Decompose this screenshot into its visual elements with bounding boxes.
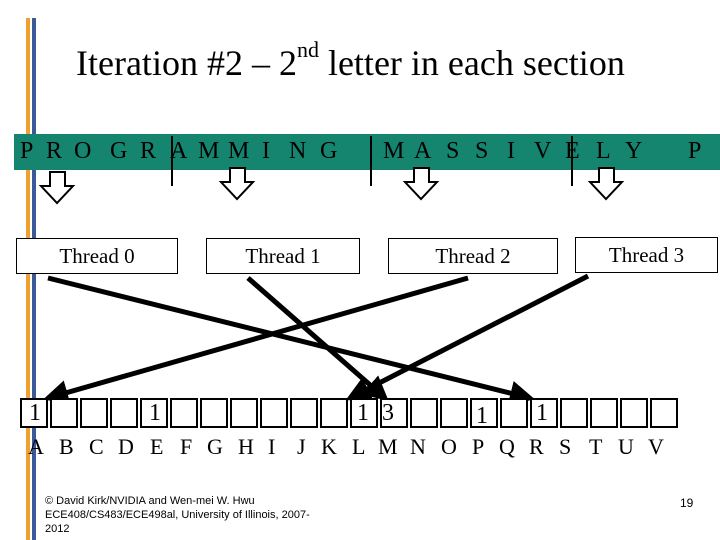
alphabet-letter: L [352,434,366,459]
thread-0-arrow [47,275,535,406]
input-letter: E [565,138,580,164]
input-letter: Y [625,138,643,164]
accent-bar-blue [32,18,36,540]
section-separator [171,136,173,186]
bin-cell [590,398,618,428]
alphabet-letter: N [410,434,426,459]
thread-1-box: Thread 1 [206,238,360,274]
thread-0-box: Thread 0 [16,238,178,274]
bin-count-p: 1 [476,403,488,429]
bin-cell [470,398,498,428]
alphabet-letter: K [321,434,337,459]
footer-line: ECE408/CS483/ECE498al, University of Ill… [45,509,310,521]
alphabet-letter: R [529,434,544,459]
bin-cell [410,398,438,428]
input-letter: G [110,138,128,164]
alphabet-letter: A [28,434,44,459]
alphabet-letter: E [150,434,164,459]
bin-cell [380,398,408,428]
bin-cell [620,398,648,428]
thread-3-arrow [345,273,590,401]
input-letter: A [170,138,188,164]
bin-cell [140,398,168,428]
page-number: 19 [680,496,694,510]
bin-count-m: 3 [382,400,394,426]
alphabet-letter: G [207,434,223,459]
bin-cell [260,398,288,428]
bin-cell [290,398,318,428]
input-letter: M [228,138,250,164]
alphabet-letter: S [559,434,572,459]
bin-cell [20,398,48,428]
input-letter: S [475,138,489,164]
thread-2-box: Thread 2 [388,238,558,274]
down-arrow [587,167,625,201]
footer-line: © David Kirk/NVIDIA and Wen-mei W. Hwu [45,495,255,507]
bin-cell [230,398,258,428]
bin-cell [110,398,138,428]
alphabet-letter: Q [499,434,515,459]
bin-cell [440,398,468,428]
down-arrow [218,167,256,201]
input-letter: A [414,138,432,164]
thread-3-box: Thread 3 [575,237,718,273]
input-letter: R [140,138,157,164]
input-letter: R [46,138,63,164]
alphabet-letter: M [378,434,398,459]
input-letter: P [20,138,34,164]
alphabet-letter: O [441,434,457,459]
bin-cell [560,398,588,428]
bin-cell [200,398,228,428]
input-letter: I [507,138,515,164]
alphabet-letter: U [618,434,634,459]
bin-cell [650,398,678,428]
bin-cell [320,398,348,428]
section-separator [370,136,372,186]
alphabet-letter: P [472,434,485,459]
footer-line: 2012 [45,523,70,535]
bin-cell [80,398,108,428]
alphabet-letter: I [268,434,276,459]
input-letter: N [289,138,307,164]
bin-count-r: 1 [536,400,548,426]
down-arrow [402,167,440,201]
thread-1-arrow [246,276,389,402]
input-letter: G [320,138,338,164]
alphabet-letter: D [118,434,134,459]
histogram-bins [0,398,720,430]
bin-count-e: 1 [149,400,161,426]
alphabet-labels: A B C D E F G H I J K L M N O P Q R S T … [0,434,720,464]
bin-cell [350,398,378,428]
input-letter: I [262,138,270,164]
input-letter: M [198,138,220,164]
down-arrow [38,171,76,205]
alphabet-letter: J [297,434,306,459]
bin-count-a: 1 [29,400,41,426]
bin-count-l: 1 [357,400,369,426]
bin-cell [50,398,78,428]
bin-cell [170,398,198,428]
alphabet-letter: V [648,434,664,459]
alphabet-letter: B [59,434,74,459]
alphabet-letter: H [238,434,254,459]
input-letter: P [688,138,702,164]
input-letter: M [383,138,405,164]
input-letters: P R O G R A M M I N G M A S S I V E L Y … [0,138,720,168]
bin-cell [530,398,558,428]
slide-title: Iteration #2 – 2nd letter in each sectio… [76,37,625,84]
input-string-band [14,134,720,170]
alphabet-letter: F [180,434,193,459]
thread-2-arrow [43,275,469,405]
alphabet-letter: T [589,434,603,459]
input-letter: S [446,138,460,164]
input-letter: V [534,138,552,164]
footer-credit: © David Kirk/NVIDIA and Wen-mei W. Hwu E… [45,494,345,536]
alphabet-letter: C [89,434,104,459]
accent-bar-orange [26,18,30,540]
bin-cell [500,398,528,428]
input-letter: L [596,138,611,164]
section-separator [571,136,573,186]
input-letter: O [74,138,92,164]
